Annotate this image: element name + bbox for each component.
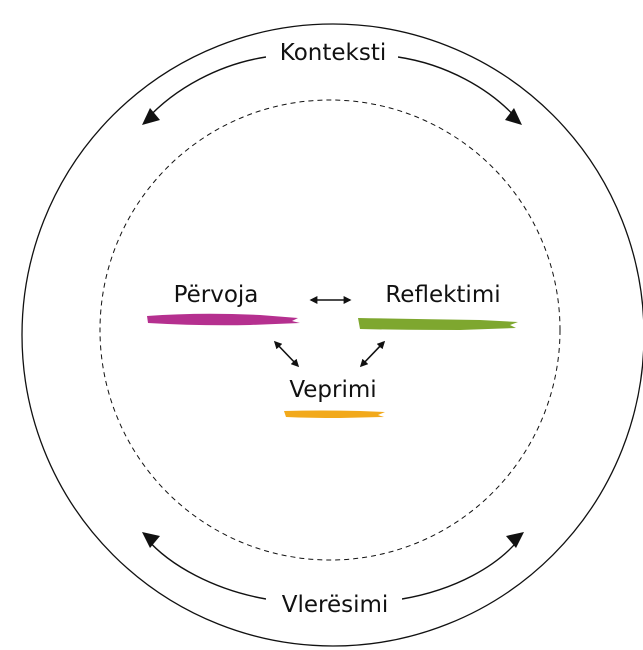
context-label-backing bbox=[266, 34, 398, 68]
evaluation-label-backing bbox=[266, 584, 402, 620]
inner-dashed-circle bbox=[99, 99, 561, 561]
context-arc-left bbox=[145, 56, 267, 121]
experience-label: Përvoja bbox=[174, 282, 259, 308]
outer-circle bbox=[21, 23, 643, 647]
reflection-label: Reflektimi bbox=[385, 282, 500, 308]
evaluation-arrowhead-right bbox=[506, 532, 524, 548]
context-label: Konteksti bbox=[280, 40, 386, 66]
context-arrowhead-left bbox=[142, 108, 160, 125]
evaluation-arrowhead-left bbox=[142, 532, 160, 548]
reflection-action-arrow bbox=[359, 340, 386, 368]
evaluation-arc-left bbox=[145, 537, 267, 600]
evaluation-arc-right bbox=[401, 537, 521, 600]
action-label: Veprimi bbox=[289, 377, 376, 403]
experience-brush-stroke bbox=[147, 313, 300, 326]
reflection-brush-stroke bbox=[358, 318, 518, 330]
action-brush-stroke bbox=[284, 410, 385, 418]
experience-action-arrow bbox=[273, 340, 300, 368]
evaluation-label: Vlerësimi bbox=[282, 592, 389, 618]
context-arrowhead-right bbox=[505, 108, 522, 125]
context-arc-right bbox=[397, 56, 519, 121]
